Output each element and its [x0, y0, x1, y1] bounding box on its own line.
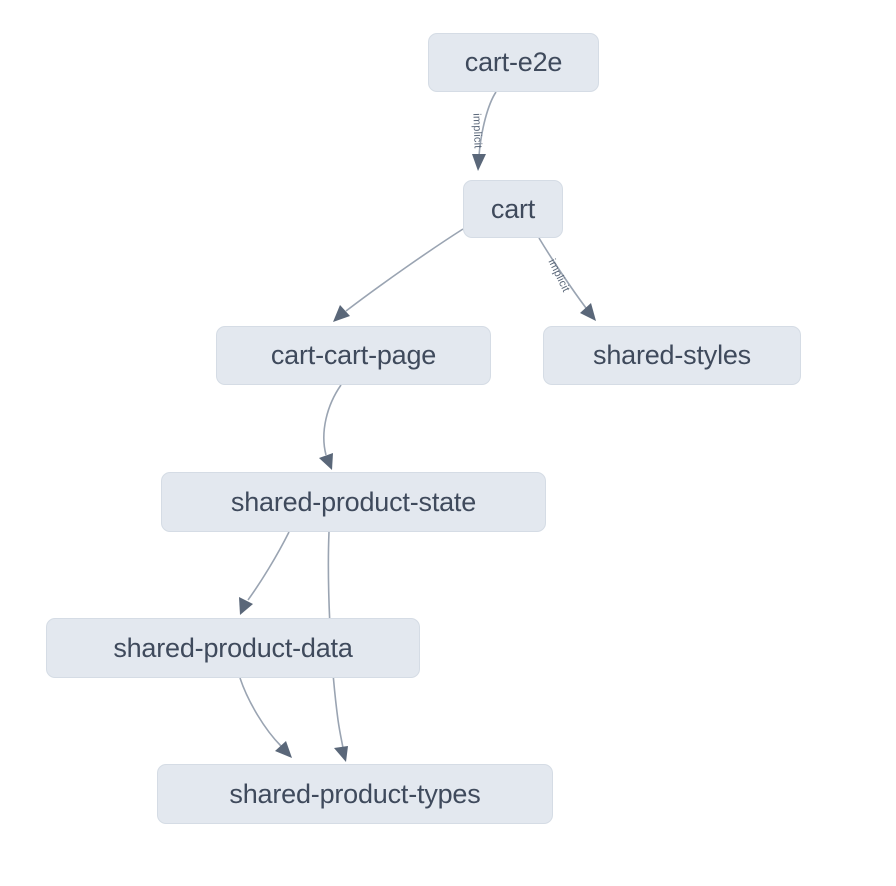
- graph-edge: [239, 531, 290, 615]
- edge-arrowhead-icon: [319, 453, 333, 470]
- edge-arrowhead-icon: [275, 741, 292, 758]
- edge-arrowhead-icon: [334, 746, 348, 762]
- graph-edge: [333, 228, 464, 322]
- graph-node-cart-cart-page[interactable]: cart-cart-page: [216, 326, 491, 385]
- edge-line: [323, 384, 342, 456]
- graph-node-label: cart-cart-page: [270, 340, 437, 370]
- edge-line: [345, 228, 464, 312]
- graph-node-label: shared-product-types: [229, 778, 481, 809]
- graph-edge: [319, 384, 342, 470]
- graph-edge: implicit: [538, 237, 596, 321]
- graph-node-label: shared-styles: [593, 340, 751, 370]
- graph-node-shared-product-types[interactable]: shared-product-types: [157, 764, 553, 824]
- edge-label: implicit: [546, 257, 572, 294]
- edge-arrowhead-icon: [580, 303, 596, 321]
- graph-node-shared-product-state[interactable]: shared-product-state: [161, 472, 546, 532]
- graph-node-cart[interactable]: cart: [463, 180, 563, 238]
- graph-node-shared-styles[interactable]: shared-styles: [543, 326, 801, 385]
- graph-node-cart-e2e[interactable]: cart-e2e: [428, 33, 599, 92]
- graph-node-label: cart-e2e: [464, 47, 563, 77]
- edge-arrowhead-icon: [333, 305, 350, 322]
- edge-line: [239, 677, 282, 747]
- graph-node-label: shared-product-data: [113, 632, 353, 663]
- edge-label: implicit: [470, 113, 483, 149]
- edge-line: [538, 237, 587, 309]
- edge-line: [478, 91, 497, 157]
- graph-node-label: shared-product-state: [230, 486, 477, 517]
- graph-edge: implicit: [470, 91, 497, 171]
- edge-arrowhead-icon: [239, 597, 253, 615]
- graph-node-label: cart: [490, 193, 536, 224]
- edge-line: [247, 531, 290, 601]
- graph-node-shared-product-data[interactable]: shared-product-data: [46, 618, 420, 678]
- graph-edge: [239, 677, 292, 758]
- edge-arrowhead-icon: [472, 154, 486, 171]
